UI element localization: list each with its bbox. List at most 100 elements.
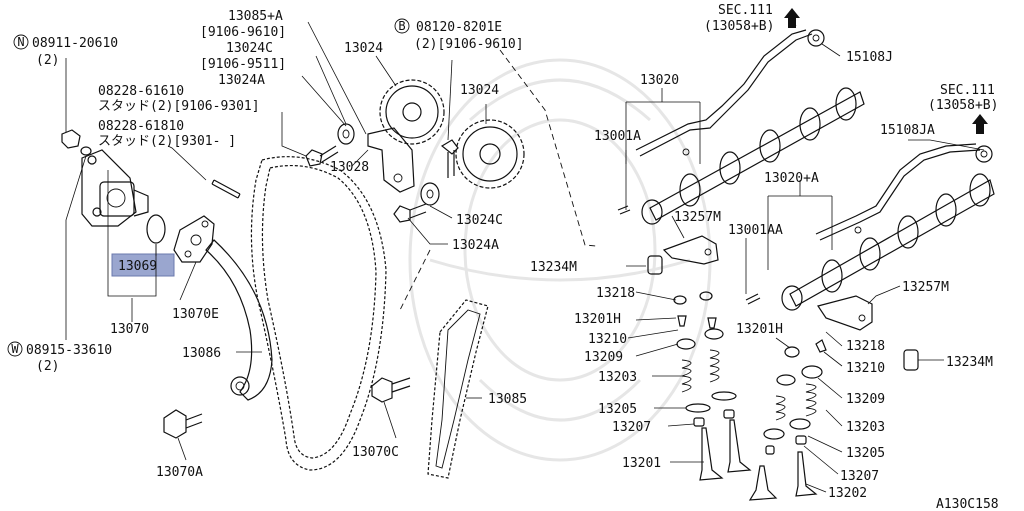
nut-n[interactable] (61, 129, 81, 149)
label-13024A-bottom[interactable]: 13024A (452, 238, 499, 253)
stud-bolts[interactable] (211, 179, 241, 199)
label-13207-right[interactable]: 13207 (840, 469, 879, 484)
label-13070A[interactable]: 13070A (156, 465, 203, 480)
label-nut-n-qty: (2) (36, 53, 59, 68)
label-13070E[interactable]: 13070E (172, 307, 219, 322)
label-13201[interactable]: 13201 (622, 456, 661, 471)
label-13085A-range: [9106-9610] (200, 25, 286, 40)
circle-n-symbol: N (13, 34, 29, 50)
label-15108J[interactable]: 15108J (846, 50, 893, 65)
label-13024C-top[interactable]: 13024C (226, 41, 273, 56)
label-13201H-right[interactable]: 13201H (736, 322, 783, 337)
label-13085[interactable]: 13085 (488, 392, 527, 407)
label-13070[interactable]: 13070 (110, 322, 149, 337)
pivot-bolt-13070A[interactable] (163, 409, 203, 439)
lifter-13234M-right[interactable] (903, 349, 919, 371)
label-13210-right[interactable]: 13210 (846, 361, 885, 376)
oil-pipe-15108JA[interactable] (815, 143, 993, 241)
tensioner-oring[interactable] (146, 214, 166, 244)
label-13024-left[interactable]: 13024 (344, 41, 383, 56)
label-13024C-range: [9106-9511] (200, 57, 286, 72)
cam-sprocket-left[interactable] (379, 79, 445, 145)
watermark-emblem (408, 58, 712, 462)
dowel-pin-13001A[interactable] (617, 205, 631, 215)
rocker-13257M-left[interactable] (662, 235, 719, 265)
label-13207-left[interactable]: 13207 (612, 420, 651, 435)
label-stud2-note: スタッド(2)[9301- ] (98, 134, 236, 149)
label-13028[interactable]: 13028 (330, 160, 369, 175)
camshaft-13020A[interactable] (781, 173, 995, 311)
washer-13024C-top[interactable] (337, 123, 355, 145)
tensioner-gasket-13070E[interactable] (173, 215, 215, 263)
label-13024-right[interactable]: 13024 (460, 83, 499, 98)
diagram-id: A130C158 (936, 497, 999, 511)
svg-text:B: B (398, 19, 405, 33)
label-13203-left[interactable]: 13203 (598, 370, 637, 385)
washer-13024C-bottom[interactable] (420, 182, 440, 206)
label-15108JA[interactable]: 15108JA (880, 123, 935, 138)
label-13257M-top[interactable]: 13257M (674, 210, 721, 225)
highlight-box-13069 (111, 253, 175, 277)
label-13085A[interactable]: 13085+A (228, 9, 283, 24)
label-13234M-left[interactable]: 13234M (530, 260, 577, 275)
label-nut-n[interactable]: 08911-20610 (32, 36, 118, 51)
label-sec-top[interactable]: SEC.111 (718, 3, 773, 18)
label-13257M-right[interactable]: 13257M (902, 280, 949, 295)
part-labels: 08911-20610 (2) 08228-61610 スタッド(2)[9106… (26, 3, 999, 511)
label-13086[interactable]: 13086 (182, 346, 221, 361)
label-13020[interactable]: 13020 (640, 73, 679, 88)
bolt-13024A-bottom[interactable] (393, 203, 427, 223)
label-13205-left[interactable]: 13205 (598, 402, 637, 417)
bolt-b[interactable] (440, 139, 459, 178)
guide-bolt-13070C[interactable] (371, 377, 411, 403)
label-13024A-top[interactable]: 13024A (218, 73, 265, 88)
oil-pipe-15108J[interactable] (635, 29, 825, 157)
label-13201H-left[interactable]: 13201H (574, 312, 621, 327)
lifter-13234M-left[interactable] (647, 255, 663, 275)
relation-lines (399, 49, 597, 311)
label-13203-right[interactable]: 13203 (846, 420, 885, 435)
label-stud1[interactable]: 08228-61610 (98, 84, 184, 99)
label-13205-right[interactable]: 13205 (846, 446, 885, 461)
label-washer-w[interactable]: 08915-33610 (26, 343, 112, 358)
label-bolt-b-qty: (2)[9106-9610] (414, 37, 524, 52)
cam-sprocket-right[interactable] (455, 119, 525, 189)
washer-w[interactable] (80, 146, 92, 156)
label-13001AA[interactable]: 13001AA (728, 223, 783, 238)
tensioner-assembly[interactable] (81, 149, 149, 227)
label-washer-w-qty: (2) (36, 359, 59, 374)
chain-13085[interactable] (427, 299, 489, 479)
rocker-13257M-right[interactable] (817, 295, 873, 331)
label-13024C-bottom[interactable]: 13024C (456, 213, 503, 228)
svg-text:N: N (17, 35, 24, 49)
label-13218-left[interactable]: 13218 (596, 286, 635, 301)
camshaft-13020[interactable] (641, 87, 865, 225)
label-13069[interactable]: 13069 (118, 259, 157, 274)
circle-b-symbol: B (394, 18, 410, 34)
valve-train-right[interactable] (748, 339, 827, 501)
label-13020A[interactable]: 13020+A (764, 171, 819, 186)
label-13210-left[interactable]: 13210 (588, 332, 627, 347)
bolt-13024A-top[interactable] (305, 145, 339, 167)
label-13209-right[interactable]: 13209 (846, 392, 885, 407)
label-bolt-b[interactable]: 08120-8201E (416, 20, 502, 35)
label-13234M-right[interactable]: 13234M (946, 355, 993, 370)
label-13070C[interactable]: 13070C (352, 445, 399, 460)
chain-guide-13028[interactable] (367, 127, 415, 193)
chain-slack-guide-13086[interactable] (205, 239, 273, 401)
label-sec-right[interactable]: SEC.111 (940, 83, 995, 98)
label-13218-right[interactable]: 13218 (846, 339, 885, 354)
label-13001A[interactable]: 13001A (594, 129, 641, 144)
label-sec-top-ref: (13058+B) (704, 19, 774, 34)
label-stud2[interactable]: 08228-61810 (98, 119, 184, 134)
valve-train-left[interactable] (673, 291, 752, 481)
timing-chain[interactable] (250, 156, 387, 471)
circle-w-symbol: W (7, 341, 23, 357)
label-13209-left[interactable]: 13209 (584, 350, 623, 365)
svg-text:W: W (11, 342, 19, 356)
label-sec-right-ref: (13058+B) (928, 98, 998, 113)
label-13202[interactable]: 13202 (828, 486, 867, 501)
dowel-pin-13001AA[interactable] (745, 293, 761, 305)
